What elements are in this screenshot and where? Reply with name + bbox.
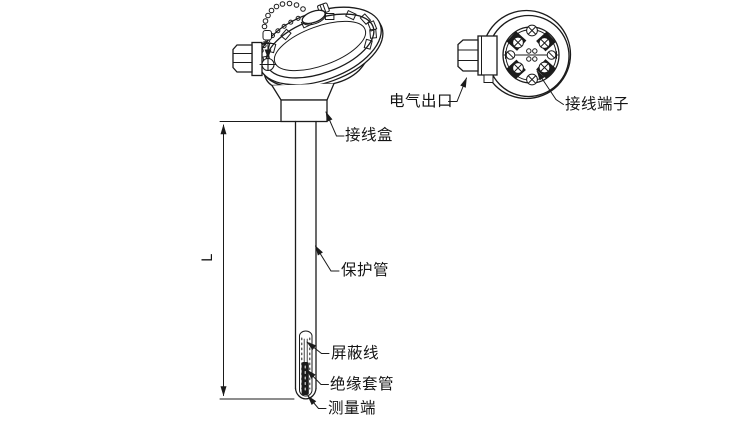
protection-tube: [294, 120, 317, 400]
leader-insulation-sleeve: [306, 369, 329, 385]
cable-gland-right: [457, 35, 498, 83]
leader-shield-wire: [306, 341, 330, 354]
leader-protection-tube: [315, 245, 340, 272]
terminal-face: [503, 24, 559, 86]
label-junction-box: 接线盒: [345, 127, 394, 144]
terminal-head-top-view: [448, 9, 572, 105]
junction-head: [232, 0, 384, 88]
lid-cap: [301, 2, 330, 26]
label-protection-tube: 保护管: [341, 262, 390, 279]
inner-sleeve: [299, 330, 313, 397]
ground-screw: [259, 42, 277, 72]
label-insulation-sleeve: 绝缘套管: [330, 375, 395, 393]
label-length-dimension: L: [199, 254, 216, 262]
label-terminal-posts: 接线端子: [565, 95, 630, 113]
label-shield-wire: 屏蔽线: [331, 344, 380, 362]
terminal-screws: [505, 24, 557, 86]
label-measuring-end: 测量端: [328, 399, 377, 417]
leader-lines-left: [306, 111, 345, 409]
leader-terminal-posts: [536, 70, 564, 105]
leader-junction-box: [325, 111, 345, 137]
leader-lines-right: [448, 70, 564, 105]
leader-measuring-end: [307, 395, 327, 409]
cable-gland-left: [232, 41, 263, 77]
cap-chain: [261, 0, 306, 41]
leader-electric-outlet: [448, 77, 467, 102]
label-electric-outlet: 电气出口: [389, 92, 454, 110]
thermocouple-side-view: [219, 0, 384, 409]
dimension-line-L: [219, 121, 295, 400]
connection-neck: [271, 82, 335, 123]
